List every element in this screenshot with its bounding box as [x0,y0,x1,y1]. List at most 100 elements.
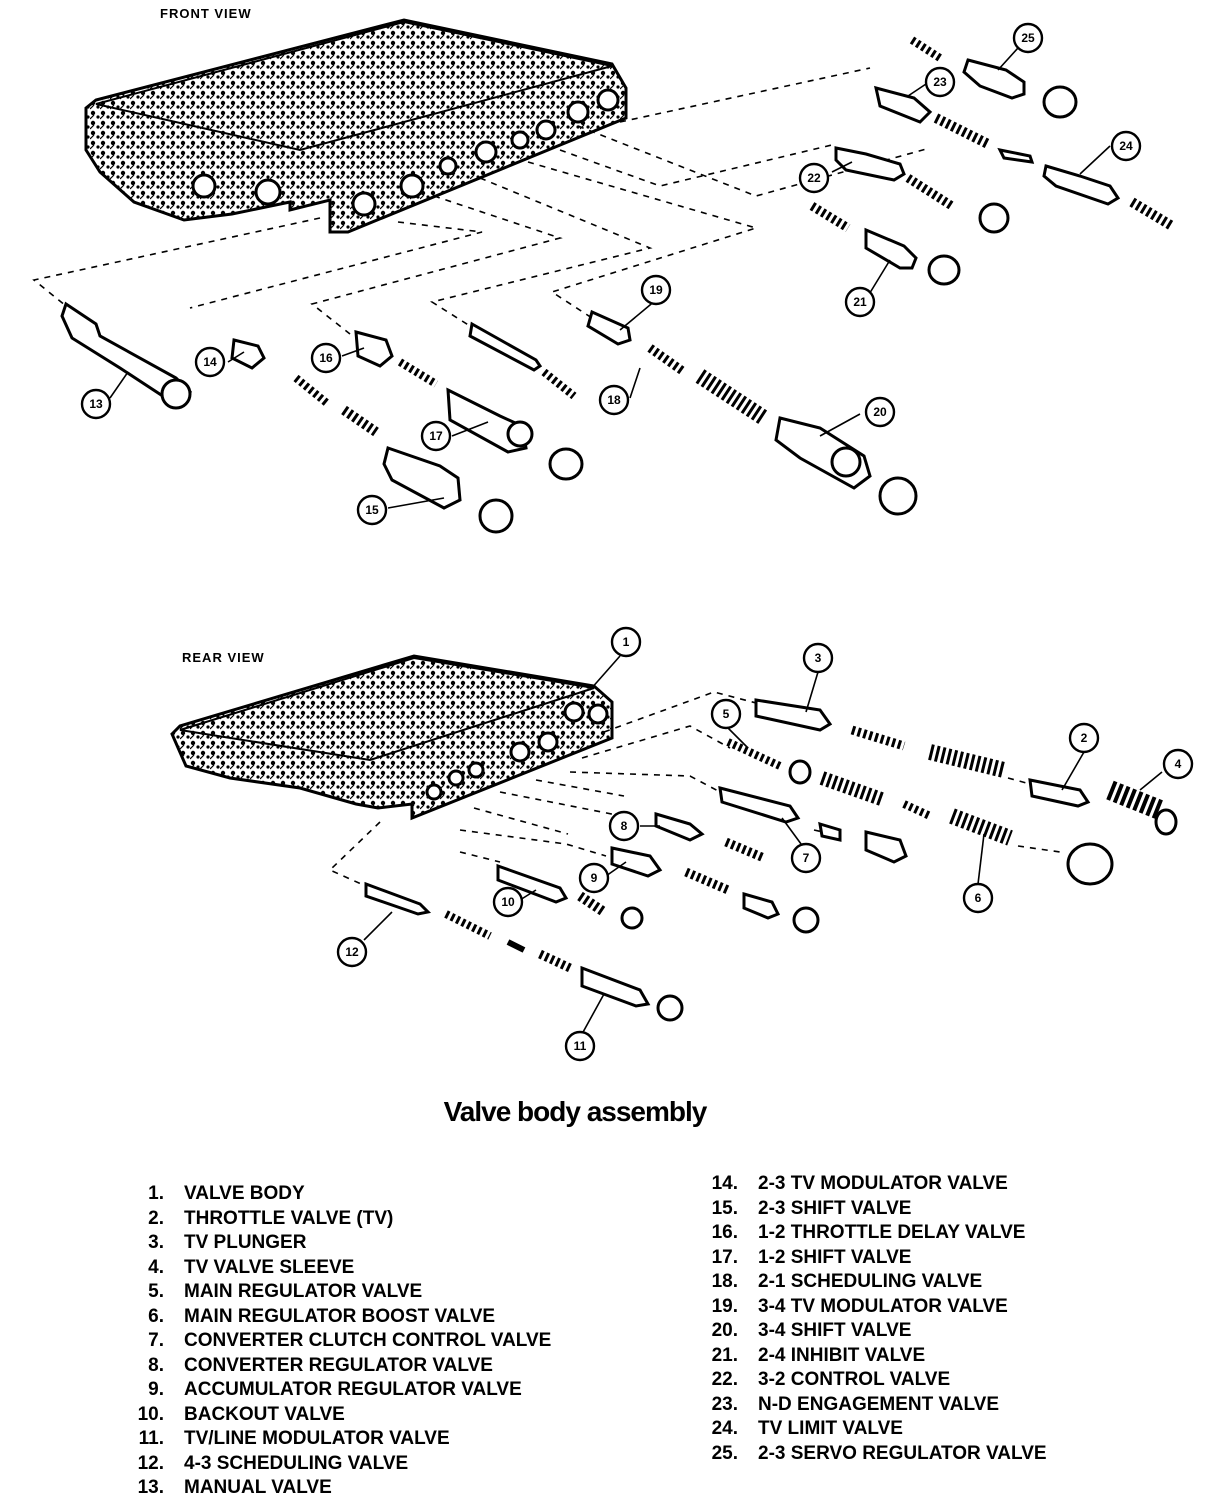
diagram-title: Valve body assembly [443,1096,708,1127]
legend-label: N-D ENGAGEMENT VALVE [758,1393,1000,1415]
legend-number: 17. [711,1246,738,1268]
callout-5: 5 [723,707,730,721]
legend-label: ACCUMULATOR REGULATOR VALVE [184,1379,522,1400]
callout-16: 16 [319,351,333,365]
callout-25: 25 [1021,31,1035,45]
callout-22: 22 [807,171,821,185]
callout-leaders [109,47,1163,1035]
legend-item: 1. VALVE BODY [128,1182,551,1207]
legend-number: 24. [711,1418,738,1439]
legend-number: 4. [148,1256,164,1278]
legend-label: 1-2 SHIFT VALVE [758,1246,912,1268]
legend-number: 2. [148,1207,164,1229]
legend-item: 23. N-D ENGAGEMENT VALVE [702,1393,1047,1418]
legend-item: 19.3-4 TV MODULATOR VALVE [702,1295,1047,1320]
legend-number: 8. [148,1354,164,1376]
legend-number: 6. [148,1305,164,1327]
legend-item: 2. THROTTLE VALVE (TV) [128,1207,551,1232]
callout-11: 11 [574,1039,587,1053]
legend-label: 2-3 SERVO REGULATOR VALVE [758,1442,1047,1464]
legend-label: TV PLUNGER [184,1232,307,1253]
legend-item: 8. CONVERTER REGULATOR VALVE [128,1354,551,1379]
legend-item: 22. 3-2 CONTROL VALVE [702,1368,1047,1393]
exploded-diagram: 1 2 3 4 5 6 7 8 9 10 11 12 13 14 15 16 1… [32,18,1194,1062]
legend-number: 21. [711,1344,738,1366]
legend-label: MAIN REGULATOR BOOST VALVE [184,1305,496,1327]
callout-7: 7 [803,851,810,865]
legend-number: 9. [148,1379,164,1400]
legend-label: TV VALVE SLEEVE [184,1256,355,1278]
explode-lines [32,67,1061,889]
legend-label: VALVE BODY [184,1183,305,1204]
legend-item: 10.BACKOUT VALVE [128,1403,551,1428]
legend-item: 25. 2-3 SERVO REGULATOR VALVE [702,1442,1047,1467]
legend-number: 18. [711,1271,738,1292]
legend-label: CONVERTER REGULATOR VALVE [184,1354,493,1376]
legend-label: 3-2 CONTROL VALVE [758,1369,951,1390]
legend-label: 3-4 TV MODULATOR VALVE [758,1295,1008,1317]
legend-item: 17. 1-2 SHIFT VALVE [702,1246,1047,1271]
callout-1: 1 [623,635,630,649]
legend-label: TV/LINE MODULATOR VALVE [184,1428,450,1449]
legend-item: 7. CONVERTER CLUTCH CONTROL VALVE [128,1329,551,1354]
legend-item: 3. TV PLUNGER [128,1231,551,1256]
legend-number: 13. [137,1477,164,1498]
legend-label: 2-1 SCHEDULING VALVE [758,1271,983,1292]
callout-3: 3 [815,651,822,665]
callout-6: 6 [975,891,982,905]
front-valve-body [84,18,628,234]
legend-label: 2-3 TV MODULATOR VALVE [758,1173,1008,1194]
callout-20: 20 [873,405,887,419]
legend-number: 16. [711,1222,738,1243]
callout-17: 17 [429,429,443,443]
valve-parts [60,36,1178,1022]
legend-item: 4. TV VALVE SLEEVE [128,1256,551,1281]
legend-number: 25. [711,1442,738,1464]
callout-13: 13 [89,397,103,411]
legend-number: 7. [148,1330,164,1351]
legend-item: 16. 1-2 THROTTLE DELAY VALVE [702,1221,1047,1246]
legend-number: 22. [711,1369,738,1390]
rear-view-label: REAR VIEW [182,650,265,665]
legend-number: 20. [711,1320,738,1341]
legend-label: THROTTLE VALVE (TV) [184,1207,394,1229]
front-view-label: FRONT VIEW [160,6,252,21]
legend-item: 18. 2-1 SCHEDULING VALVE [702,1270,1047,1295]
legend-item: 5. MAIN REGULATOR VALVE [128,1280,551,1305]
legend-label: MAIN REGULATOR VALVE [184,1281,423,1302]
legend-item: 12.4-3 SCHEDULING VALVE [128,1452,551,1477]
callout-19: 19 [649,283,663,297]
legend-number: 10. [137,1403,164,1425]
legend-number: 5. [148,1281,164,1302]
legend-item: 9. ACCUMULATOR REGULATOR VALVE [128,1378,551,1403]
legend-number: 12. [137,1452,164,1474]
legend-number: 1. [148,1183,164,1204]
legend-number: 23. [711,1393,738,1415]
legend-item: 14.2-3 TV MODULATOR VALVE [702,1172,1047,1197]
callout-14: 14 [203,355,217,369]
callout-10: 10 [501,895,515,909]
legend-label: 3-4 SHIFT VALVE [758,1320,912,1341]
callout-18: 18 [607,393,621,407]
callout-15: 15 [365,503,379,517]
callout-21: 21 [853,295,867,309]
callout-23: 23 [933,75,947,89]
legend-label: CONVERTER CLUTCH CONTROL VALVE [184,1330,552,1351]
callout-12: 12 [345,945,359,959]
legend-item: 6. MAIN REGULATOR BOOST VALVE [128,1305,551,1330]
callout-2: 2 [1081,731,1088,745]
legend-label: MANUAL VALVE [184,1477,332,1498]
legend-number: 11. [138,1428,164,1449]
callout-9: 9 [591,871,598,885]
legend-label: 1-2 THROTTLE DELAY VALVE [758,1222,1026,1243]
legend-number: 15. [711,1197,738,1219]
legend-item: 15.2-3 SHIFT VALVE [702,1197,1047,1222]
callout-4: 4 [1175,757,1182,771]
legend-item: 20. 3-4 SHIFT VALVE [702,1319,1047,1344]
legend-number: 3. [148,1232,164,1253]
legend-left: 1. VALVE BODY 2. THROTTLE VALVE (TV) 3. TV PL… [128,1182,552,1501]
legend-item: 13. MANUAL VALVE [128,1476,551,1501]
callout-8: 8 [621,819,628,833]
legend-item: 21.2-4 INHIBIT VALVE [702,1344,1047,1369]
